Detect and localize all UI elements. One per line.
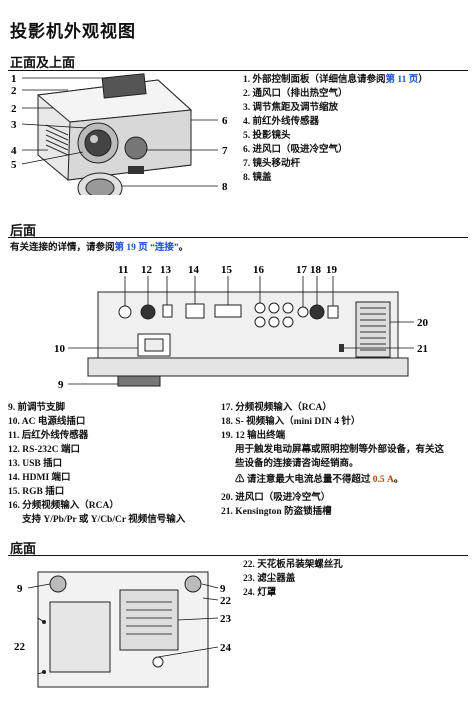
callout-label: 13: [160, 264, 172, 276]
list-item: 20. 进风口（吸进冷空气）: [221, 493, 331, 503]
divider: [8, 237, 468, 238]
bottom-projector-illustration: 9 9 22 22 23 24: [14, 571, 232, 688]
list-item: 支持 Y/Pb/Pr 或 Y/Cb/Cr 视频信号输入: [22, 515, 186, 525]
callout-label: 11: [118, 264, 128, 276]
list-item: 12. RS-232C 端口: [8, 445, 81, 455]
list-item: 24. 灯罩: [243, 588, 277, 598]
front-parts-list: 1. 外部控制面板（详细信息请参阅第 11 页） 2. 通风口（排出热空气） 3…: [243, 73, 428, 185]
callout-label: 22: [14, 641, 26, 653]
callout-label: 22: [220, 595, 232, 607]
list-item: 21. Kensington 防盗锁插槽: [221, 507, 332, 517]
bottom-parts-list: 22. 天花板吊装架螺丝孔 23. 滤尘器盖 24. 灯罩: [243, 558, 343, 600]
divider: [8, 70, 468, 71]
list-item: 7. 镜头移动杆: [243, 159, 301, 169]
list-item: 6. 进风口（吸进冷空气）: [243, 145, 348, 155]
front-projector-illustration: 1 2 2 3 4 5 6 7 8: [11, 73, 228, 195]
list-item: 3. 调节焦距及调节缩放: [243, 103, 339, 113]
callout-label: 12: [141, 264, 153, 276]
list-item: 18. S- 视频输入（mini DIN 4 针）: [221, 417, 361, 427]
section-heading-rear: 后面: [10, 224, 37, 239]
list-item: 9. 前调节支脚: [8, 403, 66, 413]
list-item: 15. RGB 插口: [8, 487, 65, 497]
callout-label: 2: [11, 103, 17, 115]
divider: [8, 555, 468, 556]
list-item: 2. 通风口（排出热空气）: [243, 89, 348, 99]
callout-label: 24: [220, 642, 232, 654]
list-item: 些设备的连接请咨询经销商。: [235, 459, 359, 469]
callout-label: 3: [11, 119, 17, 131]
section-heading-bottom: 底面: [10, 542, 37, 557]
list-item: 8. 镜盖: [243, 173, 272, 183]
callout-label: 10: [54, 343, 66, 355]
list-item: 10. AC 电源线插口: [8, 417, 86, 427]
callout-label: 9: [58, 379, 64, 391]
callout-label: 14: [188, 264, 200, 276]
page-title: 投影机外观视图: [10, 22, 136, 42]
section-heading-front: 正面及上面: [10, 56, 76, 71]
callout-label: 2: [11, 85, 17, 97]
callout-label: 1: [11, 73, 17, 85]
list-item: 5. 投影镜头: [243, 131, 291, 141]
callout-label: 20: [417, 317, 429, 329]
callout-label: 21: [417, 343, 428, 355]
list-item: 13. USB 插口: [8, 459, 63, 469]
list-item: 23. 滤尘器盖: [243, 574, 296, 584]
callout-label: 18: [310, 264, 322, 276]
list-item: 16. 分频视频输入（RCA）: [8, 501, 119, 511]
list-item: 用于触发电动屏幕或照明控制等外部设备，有关这: [235, 445, 445, 455]
callout-label: 4: [11, 145, 17, 157]
list-item: 19. 12 输出终端: [221, 431, 286, 441]
list-item: 4. 前红外线传感器: [243, 117, 320, 127]
callout-label: 9: [220, 583, 226, 595]
callout-label: 5: [11, 159, 17, 171]
rear-parts-list-right: 17. 分频视频输入（RCA） 18. S- 视频输入（mini DIN 4 针…: [221, 401, 444, 519]
page-link[interactable]: 第 11 页: [385, 75, 419, 85]
list-item: 17. 分频视频输入（RCA）: [221, 403, 332, 413]
callout-label: 17: [296, 264, 308, 276]
list-item: 11. 后红外线传感器: [8, 431, 89, 441]
callout-label: 7: [222, 145, 228, 157]
rear-parts-list-left: 9. 前调节支脚 10. AC 电源线插口 11. 后红外线传感器 12. RS…: [8, 401, 185, 527]
warning-note: ⚠ 请注意最大电流总量不得超过 0.5 A。: [235, 475, 404, 485]
callout-label: 19: [326, 264, 338, 276]
page-link[interactable]: 第 19 页 “连接”: [114, 243, 179, 253]
warning-icon: ⚠: [235, 475, 245, 485]
callout-label: 8: [222, 181, 228, 193]
list-item: 22. 天花板吊装架螺丝孔: [243, 560, 343, 570]
rear-projector-illustration: 11 12 13 14 15 16 17 18 19 20 21 10 9: [54, 264, 429, 391]
callout-label: 9: [17, 583, 23, 595]
list-item: 14. HDMI 端口: [8, 473, 71, 483]
callout-label: 16: [253, 264, 265, 276]
callout-label: 15: [221, 264, 233, 276]
callout-label: 6: [222, 115, 228, 127]
rear-intro: 有关连接的详情，请参阅第 19 页 “连接”。: [10, 243, 189, 253]
list-item: 1. 外部控制面板（详细信息请参阅第 11 页）: [243, 75, 428, 85]
callout-label: 23: [220, 613, 232, 625]
